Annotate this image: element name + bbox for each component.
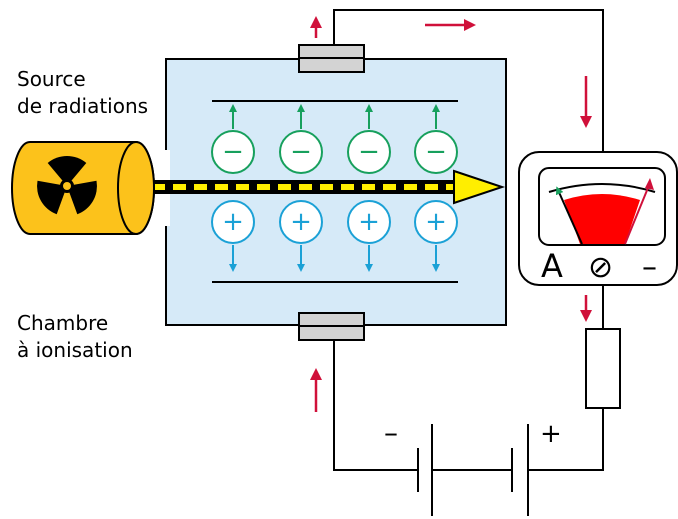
negative-ion-symbol: −	[425, 137, 447, 167]
battery-negative-symbol: –	[384, 416, 398, 449]
radiation-trefoil-icon	[37, 155, 97, 215]
positive-ion: +	[347, 200, 391, 272]
ammeter	[518, 151, 678, 286]
ions-layer: − − − − + + + +	[211, 104, 458, 272]
ammeter-zero-symbol: ⊘	[588, 250, 613, 285]
source-label-line2: de radiations	[17, 94, 149, 118]
positive-ion-symbol: +	[222, 207, 244, 237]
radiation-beam	[128, 169, 506, 205]
ammeter-needle-left	[555, 186, 583, 245]
negative-ion-symbol: −	[358, 137, 380, 167]
resistor	[585, 328, 621, 409]
battery-positive-symbol: +	[540, 419, 562, 449]
positive-ion: +	[414, 200, 458, 272]
circuit-wires	[333, 9, 604, 471]
negative-ion: −	[279, 104, 323, 174]
chamber-label-line1: Chambre	[17, 311, 109, 335]
ammeter-unit-symbol: A	[541, 247, 563, 285]
battery	[417, 424, 529, 516]
negative-ion: −	[347, 104, 391, 174]
ammeter-red-zone	[564, 194, 640, 244]
ammeter-polarity-symbol: –	[642, 250, 657, 285]
positive-ion-symbol: +	[358, 207, 380, 237]
positive-ion-symbol: +	[425, 207, 447, 237]
positive-ion: +	[279, 200, 323, 272]
positive-ion-symbol: +	[290, 207, 312, 237]
negative-ion: −	[414, 104, 458, 174]
negative-ion: −	[211, 104, 255, 174]
chamber-label-line2: à ionisation	[17, 338, 133, 362]
negative-ion-symbol: −	[222, 137, 244, 167]
positive-ion: +	[211, 200, 255, 272]
source-label-line1: Source	[17, 67, 86, 91]
negative-ion-symbol: −	[290, 137, 312, 167]
current-arrows	[310, 16, 592, 412]
ammeter-needle-right	[624, 182, 651, 245]
